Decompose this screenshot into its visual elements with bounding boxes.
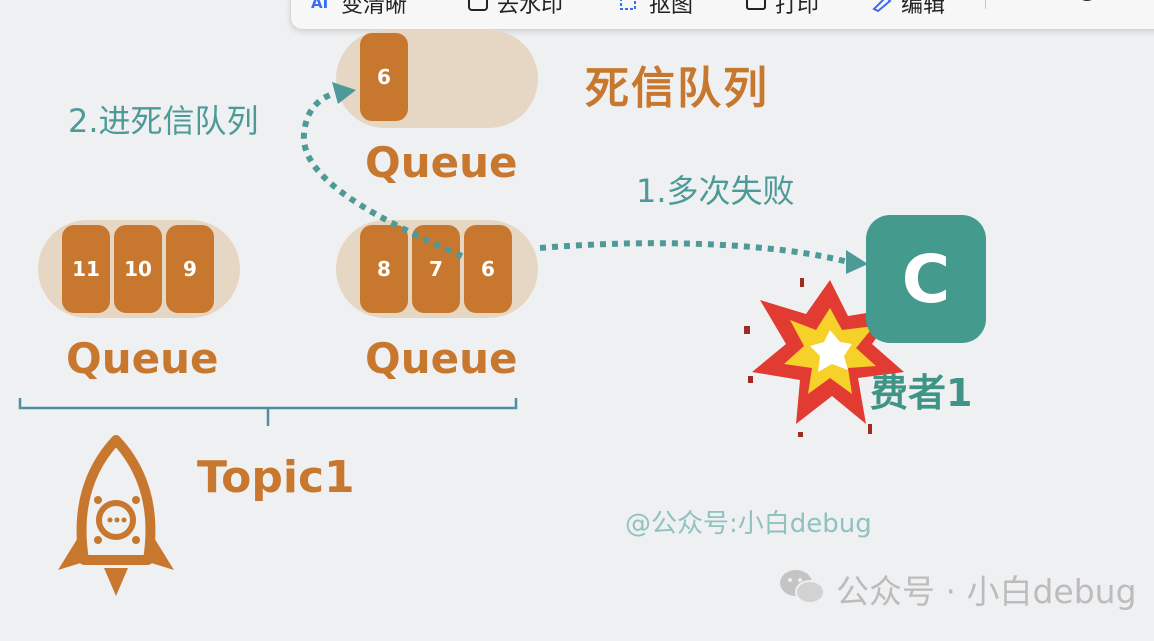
image-toolbar: AI 变清晰 去水印 抠图 打印 编辑 bbox=[290, 0, 1154, 30]
remove-watermark-label: 去水印 bbox=[497, 0, 564, 18]
topic-label: Topic1 bbox=[197, 452, 355, 503]
edit-button[interactable]: 编辑 bbox=[871, 0, 945, 19]
dead-letter-queue-label: Queue bbox=[365, 138, 518, 187]
dead-letter-queue-pill: 6 bbox=[336, 30, 538, 128]
dead-letter-message: 6 bbox=[360, 33, 408, 121]
edit-icon bbox=[872, 0, 892, 12]
wechat-icon bbox=[780, 570, 825, 604]
rocket-icon bbox=[58, 435, 174, 596]
watermark-top: @公众号:小白debug bbox=[625, 509, 872, 539]
message-item: 8 bbox=[360, 225, 408, 313]
message-item: 7 bbox=[412, 225, 460, 313]
enhance-label: 变清晰 bbox=[341, 0, 408, 18]
consumer-label: 费者1 bbox=[870, 371, 973, 415]
dead-letter-title: 死信队列 bbox=[585, 63, 769, 114]
watermark-remove-icon bbox=[468, 0, 488, 11]
step2-label: 2.进死信队列 bbox=[68, 102, 259, 140]
topic-bracket bbox=[18, 398, 518, 426]
remove-watermark-button[interactable]: 去水印 bbox=[467, 0, 563, 19]
print-label: 打印 bbox=[775, 0, 820, 18]
cutout-button[interactable]: 抠图 bbox=[619, 0, 693, 19]
toolbar-divider bbox=[985, 0, 986, 9]
step1-label: 1.多次失败 bbox=[636, 172, 795, 210]
watermark-bottom: 公众号 · 小白debug bbox=[836, 572, 1137, 611]
cutout-icon bbox=[620, 0, 636, 10]
queue-right-label: Queue bbox=[365, 334, 518, 383]
message-item: 6 bbox=[464, 225, 512, 313]
svg-text:AI: AI bbox=[311, 0, 328, 12]
queue-left-label: Queue bbox=[66, 334, 219, 383]
enhance-button[interactable]: AI 变清晰 bbox=[311, 0, 407, 19]
queue-left-pill: 11 10 9 bbox=[38, 220, 240, 318]
message-item: 10 bbox=[114, 225, 162, 313]
consume-arrowhead bbox=[846, 250, 868, 274]
message-item: 11 bbox=[62, 225, 110, 313]
print-button[interactable]: 打印 bbox=[745, 0, 819, 19]
printer-icon bbox=[746, 0, 766, 10]
dead-letter-arrow bbox=[300, 89, 464, 259]
dead-letter-arrowhead bbox=[332, 82, 356, 104]
consumer-node: C bbox=[866, 215, 986, 343]
ai-icon: AI bbox=[311, 0, 328, 12]
message-item: 9 bbox=[166, 225, 214, 313]
cutout-label: 抠图 bbox=[649, 0, 694, 18]
edit-label: 编辑 bbox=[901, 0, 946, 18]
consume-arrow bbox=[539, 240, 849, 265]
queue-right-pill: 8 7 6 bbox=[336, 220, 538, 318]
